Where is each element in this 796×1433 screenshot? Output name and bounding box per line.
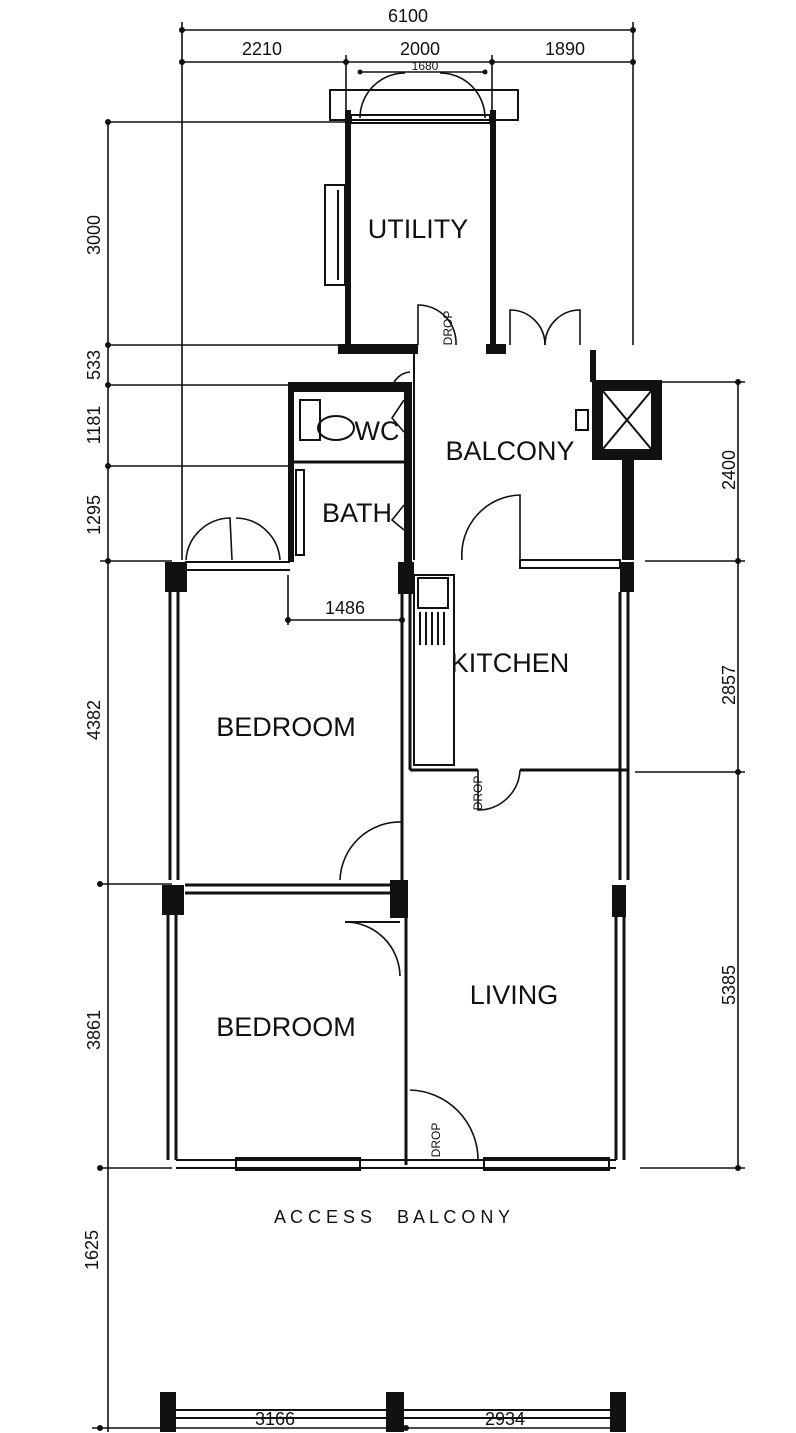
right-dimension-lines xyxy=(635,379,745,1171)
dim-bottom-left: 3166 xyxy=(255,1409,295,1429)
top-dimension-lines xyxy=(179,22,636,560)
service-shaft xyxy=(575,380,662,560)
dim-top-left: 2210 xyxy=(242,39,282,59)
dim-left-bath: 1295 xyxy=(84,495,104,535)
room-label-kitchen: KITCHEN xyxy=(451,648,570,678)
dim-left-bedroom-2: 3861 xyxy=(84,1010,104,1050)
dim-top-window: 1680 xyxy=(412,59,439,73)
dim-top-middle: 2000 xyxy=(400,39,440,59)
room-label-wc: WC xyxy=(355,416,400,446)
room-label-living: LIVING xyxy=(470,980,559,1010)
drop-label-kitchen: DROP xyxy=(471,776,485,811)
drop-label-utility: DROP xyxy=(441,311,455,346)
room-label-utility: UTILITY xyxy=(368,214,469,244)
bedroom-wall-dimension xyxy=(285,575,405,625)
dim-left-access: 1625 xyxy=(82,1230,102,1270)
main-walls xyxy=(162,517,634,1171)
access-balcony-railing xyxy=(160,1392,626,1432)
bottom-dimension-lines xyxy=(165,1425,621,1431)
dim-right-kitchen: 2857 xyxy=(719,665,739,705)
dim-top-right: 1890 xyxy=(545,39,585,59)
room-label-bedroom-1: BEDROOM xyxy=(216,712,356,742)
dim-left-wc: 1181 xyxy=(84,406,104,445)
dim-left-bedroom-1: 4382 xyxy=(84,700,104,740)
room-label-balcony: BALCONY xyxy=(445,436,574,466)
dim-left-utility: 3000 xyxy=(84,215,104,255)
room-label-access-balcony: A C C E S S B A L C O N Y xyxy=(274,1207,510,1227)
drop-label-living: DROP xyxy=(429,1123,443,1158)
room-label-bedroom-2: BEDROOM xyxy=(216,1012,356,1042)
dim-left-gap: 533 xyxy=(84,350,104,380)
left-dimension-lines xyxy=(92,119,410,1432)
dim-right-balcony: 2400 xyxy=(719,450,739,490)
dim-top-total: 6100 xyxy=(388,6,428,26)
utility-room xyxy=(324,72,581,354)
room-label-bath: BATH xyxy=(322,498,392,528)
dim-right-living: 5385 xyxy=(719,965,739,1005)
dim-bottom-right: 2934 xyxy=(485,1409,525,1429)
wc-bath-block xyxy=(288,371,412,562)
dim-inner-bedroom-wall: 1486 xyxy=(325,598,365,618)
